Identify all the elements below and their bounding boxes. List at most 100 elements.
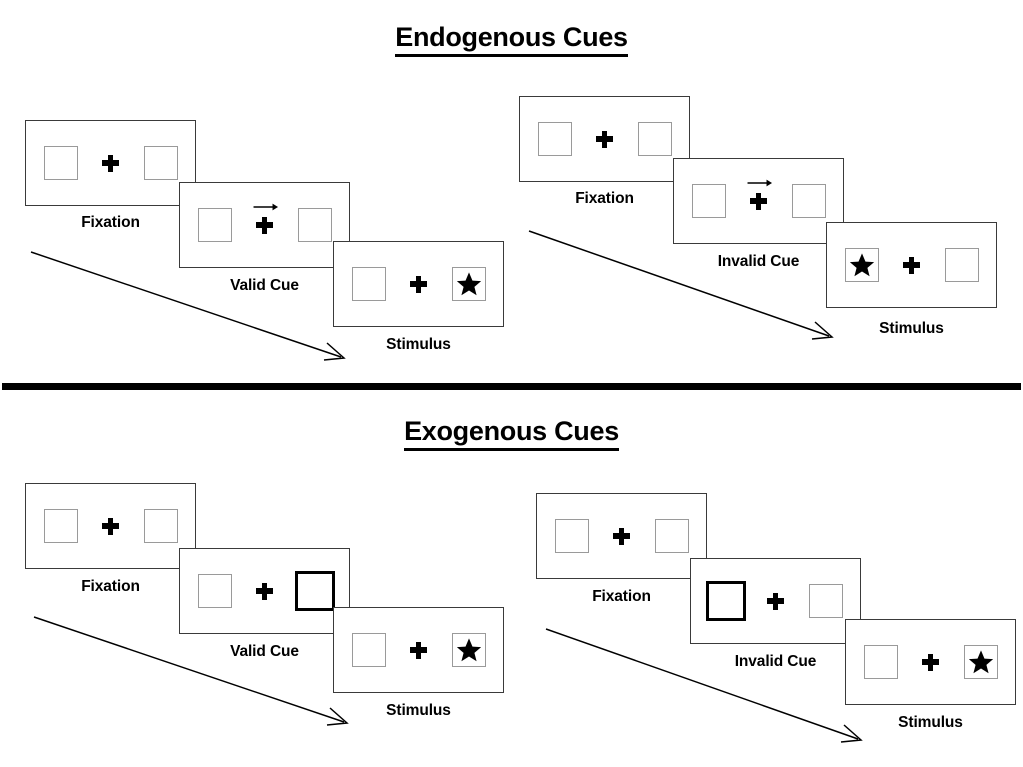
section-title-exogenous: Exogenous Cues (0, 416, 1023, 451)
frame-label-endogenous-invalid-fixation: Fixation (575, 190, 634, 207)
fixation-cross-icon (410, 641, 427, 659)
fixation-cross-slot (911, 653, 951, 671)
stimulus-box-right (297, 208, 332, 242)
fixation-cross-icon (410, 275, 427, 293)
right-box-slot (779, 184, 839, 218)
stimulus-box-left (197, 574, 232, 608)
right-box-slot (642, 519, 702, 553)
stimulus-box-right (143, 146, 178, 180)
fixation-cross-slot (245, 203, 285, 234)
stimulus-box-right (963, 645, 998, 679)
star-icon (456, 638, 481, 662)
fixation-cross-slot (892, 256, 932, 274)
fixation-cross-slot (739, 179, 779, 210)
fixation-cross-slot (91, 517, 131, 535)
right-box-slot (439, 633, 499, 667)
fixation-cross-icon (596, 130, 613, 148)
stimulus-box-left (844, 248, 879, 282)
fixation-cross-slot (91, 154, 131, 172)
fixation-cross-icon (256, 582, 273, 600)
fixation-cross-icon (903, 256, 920, 274)
stimulus-box-right (944, 248, 979, 282)
cue-arrow-right-icon (253, 203, 278, 210)
right-box-slot (439, 267, 499, 301)
left-box-slot (339, 633, 399, 667)
fixation-cross-icon (750, 192, 767, 210)
stimulus-box-left (197, 208, 232, 242)
stimulus-box-right (451, 267, 486, 301)
stimulus-box-left (43, 509, 78, 543)
frame-exogenous-invalid-fixation (536, 493, 707, 579)
cue-arrow-right-icon (747, 179, 772, 186)
frame-label-exogenous-invalid-fixation: Fixation (592, 588, 651, 605)
left-box-slot (851, 645, 911, 679)
frame-label-exogenous-invalid-stimulus: Stimulus (898, 714, 963, 731)
right-box-slot (951, 645, 1011, 679)
fixation-cross-slot (585, 130, 625, 148)
stimulus-box-right (637, 122, 672, 156)
left-box-slot (832, 248, 892, 282)
frame-label-exogenous-invalid-cue: Invalid Cue (734, 653, 817, 670)
frame-exogenous-valid-cue (179, 548, 350, 634)
stimulus-box-left (351, 633, 386, 667)
stimulus-box-right (791, 184, 826, 218)
stimulus-box-right (143, 509, 178, 543)
frame-endogenous-invalid-cue (673, 158, 844, 244)
fixation-cross-slot (602, 527, 642, 545)
frame-endogenous-valid-fixation (25, 120, 196, 206)
right-box-slot (131, 509, 191, 543)
frame-label-exogenous-valid-stimulus: Stimulus (386, 702, 451, 719)
left-box-slot (525, 122, 585, 156)
stimulus-box-left (351, 267, 386, 301)
fixation-cross-slot (399, 275, 439, 293)
fixation-cross-icon (922, 653, 939, 671)
right-box-slot (796, 584, 856, 618)
section-title-endogenous-text: Endogenous Cues (395, 22, 628, 57)
frame-label-endogenous-invalid-cue: Invalid Cue (717, 253, 800, 270)
flow-arrow-endogenous-valid (30, 251, 346, 361)
stimulus-box-left (537, 122, 572, 156)
left-box-slot (542, 519, 602, 553)
flow-arrow-exogenous-valid (33, 616, 349, 726)
section-exogenous: Exogenous Cues Fixation (0, 390, 1023, 767)
fixation-cross-icon (102, 517, 119, 535)
stimulus-box-left (43, 146, 78, 180)
fixation-cross-icon (613, 527, 630, 545)
frame-exogenous-valid-stimulus (333, 607, 504, 693)
left-box-slot (31, 509, 91, 543)
right-box-slot (285, 208, 345, 242)
frame-label-endogenous-valid-cue: Valid Cue (230, 277, 299, 294)
fixation-cross-slot (245, 582, 285, 600)
stimulus-box-right (451, 633, 486, 667)
left-box-slot (696, 581, 756, 621)
fixation-cross-icon (767, 592, 784, 610)
left-box-slot (339, 267, 399, 301)
frame-exogenous-invalid-cue (690, 558, 861, 644)
left-box-slot (679, 184, 739, 218)
frame-endogenous-invalid-stimulus (826, 222, 997, 308)
frame-endogenous-valid-stimulus (333, 241, 504, 327)
stimulus-box-left (554, 519, 589, 553)
stimulus-box-left-cued (705, 581, 746, 621)
section-divider (2, 383, 1021, 390)
right-box-slot (285, 571, 345, 611)
frame-label-endogenous-invalid-stimulus: Stimulus (879, 320, 944, 337)
section-title-exogenous-text: Exogenous Cues (404, 416, 619, 451)
right-box-slot (131, 146, 191, 180)
right-box-slot (932, 248, 992, 282)
fixation-cross-slot (756, 592, 796, 610)
left-box-slot (185, 208, 245, 242)
frame-endogenous-valid-cue (179, 182, 350, 268)
frame-exogenous-valid-fixation (25, 483, 196, 569)
fixation-cross-icon (102, 154, 119, 172)
flow-arrow-exogenous-invalid (545, 628, 863, 743)
stimulus-box-left (863, 645, 898, 679)
frame-label-endogenous-valid-fixation: Fixation (81, 214, 140, 231)
fixation-cross-icon (256, 216, 273, 234)
left-box-slot (185, 574, 245, 608)
stimulus-box-right-cued (294, 571, 335, 611)
left-box-slot (31, 146, 91, 180)
star-icon (968, 650, 993, 674)
star-icon (456, 272, 481, 296)
frame-label-endogenous-valid-stimulus: Stimulus (386, 336, 451, 353)
